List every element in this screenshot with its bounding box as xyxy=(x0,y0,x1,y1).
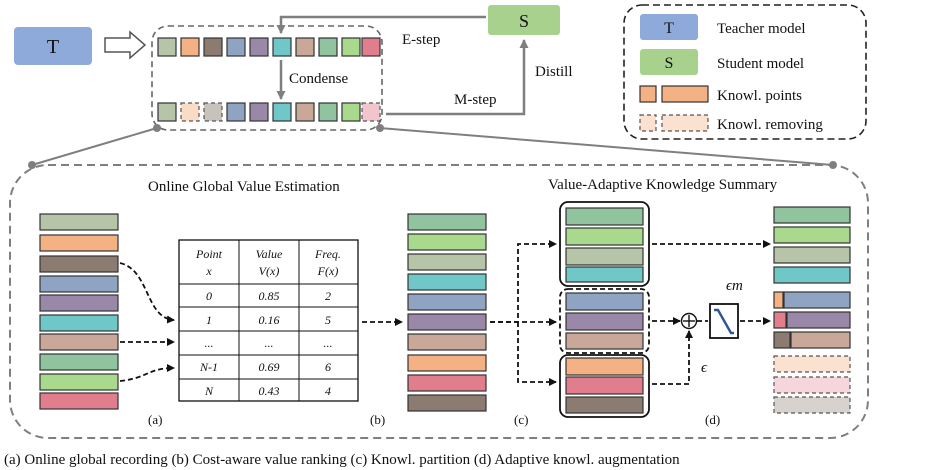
distill-arrow xyxy=(386,39,529,116)
table-header: F(x) xyxy=(317,264,339,278)
legend-points-label: Knowl. points xyxy=(717,88,802,104)
knowl-square xyxy=(203,37,223,57)
table-cell: 5 xyxy=(325,313,331,327)
title-knowledge-summary: Value-Adaptive Knowledge Summary xyxy=(548,177,778,193)
legend-student-label: Student model xyxy=(717,56,804,72)
title-global-value: Online Global Value Estimation xyxy=(148,179,340,195)
e-step-arrow xyxy=(276,15,486,34)
legend-teacher-label: Teacher model xyxy=(717,21,805,37)
zoom-line-right xyxy=(379,127,834,166)
plus-operator-icon xyxy=(680,312,698,330)
legend-removing: Knowl. removing xyxy=(639,114,823,133)
table-cell: ... xyxy=(205,336,214,350)
knowl-square xyxy=(272,37,292,57)
table-header: Value xyxy=(256,247,283,261)
knowl-square xyxy=(180,37,200,57)
legend-teacher: T Teacher model xyxy=(640,14,805,40)
knowl-square xyxy=(341,37,361,57)
table-header: V(x) xyxy=(259,264,280,278)
table-cell: 4 xyxy=(325,384,331,398)
knowl-square xyxy=(272,102,292,122)
knowl-removed-square xyxy=(361,102,381,122)
knowl-square xyxy=(157,37,177,57)
epsilon-arrow xyxy=(652,330,693,385)
group-low-value xyxy=(559,354,650,418)
student-block: S xyxy=(488,5,560,35)
table-cell: 2 xyxy=(325,289,331,303)
knowl-square xyxy=(295,102,315,122)
table-cell: 0.69 xyxy=(259,360,280,374)
record-arrow xyxy=(119,364,175,382)
epsilon-label: ϵ xyxy=(701,360,708,376)
table-cell: N-1 xyxy=(199,360,218,374)
label-b: (b) xyxy=(370,412,385,427)
table-header: x xyxy=(205,264,212,278)
knowl-square xyxy=(249,102,269,122)
knowledge-row-bottom xyxy=(157,102,381,122)
legend-student-swatch: S xyxy=(665,55,674,72)
record-arrow xyxy=(119,262,175,324)
knowl-square xyxy=(318,37,338,57)
knowl-square xyxy=(341,102,361,122)
epsilon-m-label: ϵm xyxy=(726,278,743,294)
knowl-removed-square xyxy=(203,102,223,122)
knowl-square xyxy=(226,102,246,122)
table-cell: ... xyxy=(265,336,274,350)
knowl-square xyxy=(361,37,381,57)
label-a: (a) xyxy=(148,412,162,427)
figure-caption: (a) Online global recording (b) Cost-awa… xyxy=(4,452,680,468)
legend-box xyxy=(623,4,867,140)
condense-label: Condense xyxy=(289,71,349,87)
knowl-removed-square xyxy=(180,102,200,122)
teacher-block: T xyxy=(14,27,92,65)
legend-removing-label: Knowl. removing xyxy=(717,117,823,133)
partition-arrow-low xyxy=(517,322,557,386)
zoom-line-left xyxy=(31,127,158,166)
clamp-function-icon xyxy=(709,303,739,339)
knowl-square xyxy=(249,37,269,57)
table-cell: 0 xyxy=(206,289,212,303)
knowl-square xyxy=(157,102,177,122)
hollow-arrow-icon xyxy=(104,30,147,60)
legend-teacher-swatch: T xyxy=(664,20,674,37)
group-mid-value xyxy=(559,288,650,354)
distill-label: Distill xyxy=(535,64,573,80)
label-d: (d) xyxy=(705,412,720,427)
table-cell: 0.16 xyxy=(259,313,280,327)
knowl-square xyxy=(318,102,338,122)
table-cell: ... xyxy=(324,336,333,350)
table-header: Freq. xyxy=(314,247,341,261)
table-cell: N xyxy=(204,384,214,398)
e-step-label: E-step xyxy=(402,32,440,48)
knowledge-row-top xyxy=(157,37,381,57)
legend-points: Knowl. points xyxy=(639,85,802,104)
table-cell: 0.85 xyxy=(259,289,280,303)
table-cell: 1 xyxy=(206,313,212,327)
table-cell: 0.43 xyxy=(259,384,280,398)
column-b-sorted xyxy=(407,213,487,412)
table-cell: 6 xyxy=(325,360,331,374)
knowl-square xyxy=(295,37,315,57)
group-high-value xyxy=(559,201,650,287)
m-step-label: M-step xyxy=(454,92,497,108)
column-a xyxy=(39,213,119,410)
student-label: S xyxy=(519,11,529,31)
knowl-square xyxy=(226,37,246,57)
teacher-label: T xyxy=(47,36,59,58)
detail-panel xyxy=(9,164,869,439)
table-header: Point xyxy=(195,247,223,261)
column-output xyxy=(773,206,851,414)
legend-student: S Student model xyxy=(640,49,804,75)
label-c: (c) xyxy=(514,412,528,427)
value-table: Point x Value V(x) Freq. F(x) 0 0.85 2 1… xyxy=(178,239,359,402)
partition-arrow-high xyxy=(490,240,557,323)
